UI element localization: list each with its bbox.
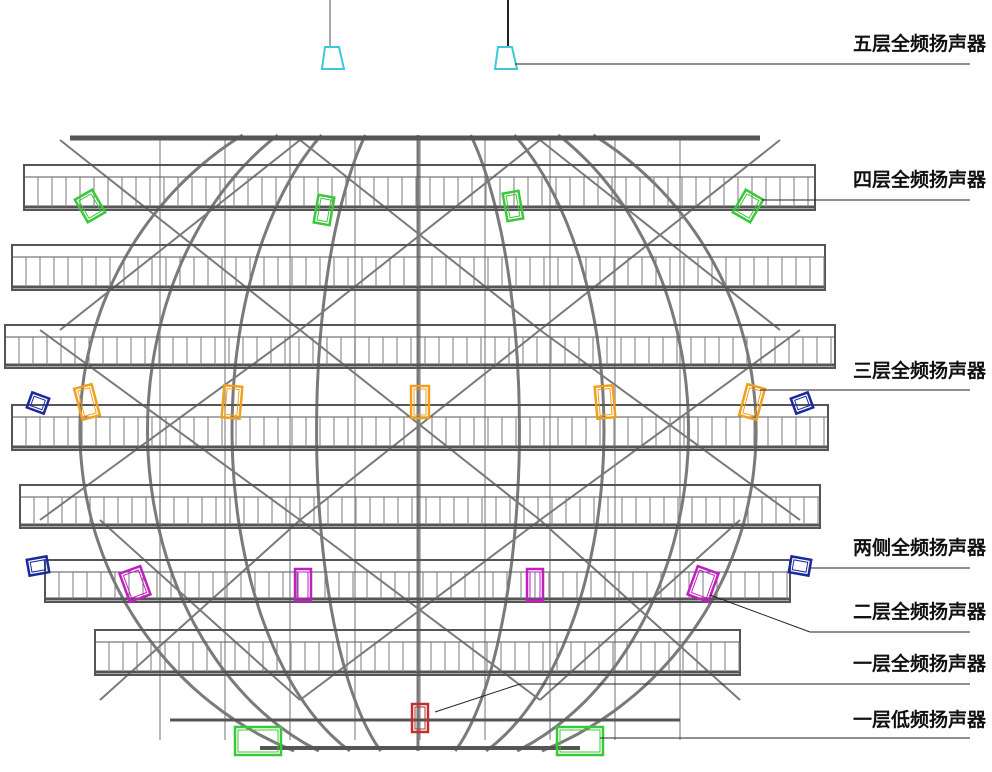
label-fourth-level-speaker: 四层全频扬声器	[852, 169, 986, 191]
frame-meridian	[145, 133, 320, 753]
leader-line	[434, 683, 521, 713]
spherical-frame-structure	[39, 133, 801, 753]
speaker-fourth-level	[73, 188, 107, 224]
speaker-third-level	[593, 383, 617, 421]
frame-brace	[539, 139, 781, 331]
speaker-second-level	[525, 567, 545, 603]
speaker-third-level-inner	[413, 388, 427, 416]
frame-brace	[59, 139, 301, 331]
speaker-side	[789, 390, 815, 416]
balcony-deck	[94, 629, 741, 676]
speaker-first-level-low	[555, 725, 605, 757]
balcony-deck	[4, 324, 836, 369]
speaker-fourth-level-inner	[316, 197, 332, 223]
speaker-markers	[25, 46, 815, 757]
speaker-first-level-inner	[414, 706, 426, 730]
balcony-deck	[23, 164, 816, 211]
frame-brace	[539, 519, 741, 701]
speaker-second-level-inner	[122, 569, 148, 599]
frame-meridian	[453, 134, 521, 752]
speaker-side	[25, 390, 51, 416]
balcony-deck	[19, 484, 821, 529]
frame-meridian	[315, 134, 383, 752]
speaker-fifth-level	[493, 46, 519, 70]
speaker-fourth-level-inner	[736, 193, 760, 219]
frame-brace	[99, 519, 301, 701]
speaker-second-level-inner	[529, 571, 541, 599]
label-side-speaker: 两侧全频扬声器	[852, 537, 986, 559]
speaker-second-level	[685, 564, 721, 604]
speaker-second-level-inner	[297, 571, 309, 599]
frame-meridian	[78, 133, 295, 753]
frame-meridian	[485, 134, 606, 753]
label-first-level-speaker: 一层全频扬声器	[852, 653, 986, 675]
balcony-decks	[4, 164, 836, 676]
speaker-third-level	[220, 383, 244, 421]
speaker-third-level-inner	[77, 387, 97, 417]
speaker-fourth-level-inner	[78, 193, 102, 219]
speaker-fifth-level	[320, 46, 346, 70]
balcony-deck	[44, 559, 791, 603]
speaker-third-level-inner	[742, 387, 762, 417]
speaker-first-level-low-inner	[237, 729, 279, 753]
speaker-third-level	[72, 382, 102, 422]
speaker-third-level-inner	[597, 387, 613, 417]
speaker-first-level-low	[233, 725, 283, 757]
speaker-side	[787, 554, 813, 578]
speaker-second-level-inner	[690, 569, 716, 599]
speaker-side-inner	[29, 559, 47, 573]
speaker-side-inner	[791, 559, 809, 573]
balcony-deck	[11, 244, 826, 291]
label-third-level-speaker: 三层全频扬声器	[852, 360, 986, 382]
speaker-third-level	[737, 382, 767, 422]
speaker-third-level-inner	[224, 387, 240, 417]
label-second-level-speaker: 二层全频扬声器	[852, 601, 986, 623]
speaker-side	[25, 554, 51, 578]
speaker-third-level	[409, 384, 431, 420]
leader-lines	[434, 63, 970, 739]
speaker-first-level	[410, 702, 430, 734]
speaker-second-level	[293, 567, 313, 603]
speaker-fourth-level-inner	[505, 193, 521, 219]
speaker-side-inner	[794, 395, 810, 411]
speaker-fourth-level	[501, 189, 525, 223]
speaker-second-level	[117, 564, 153, 604]
frame-meridian	[230, 134, 351, 753]
label-first-level-low-speaker: 一层低频扬声器	[852, 709, 986, 731]
speaker-first-level-low-inner	[559, 729, 601, 753]
speaker-fourth-level	[312, 193, 336, 227]
label-fifth-level-speaker: 五层全频扬声器	[852, 33, 986, 55]
balcony-deck	[11, 404, 829, 451]
speaker-fourth-level	[731, 188, 765, 224]
leader-line	[709, 594, 811, 633]
speaker-side-inner	[30, 395, 46, 411]
